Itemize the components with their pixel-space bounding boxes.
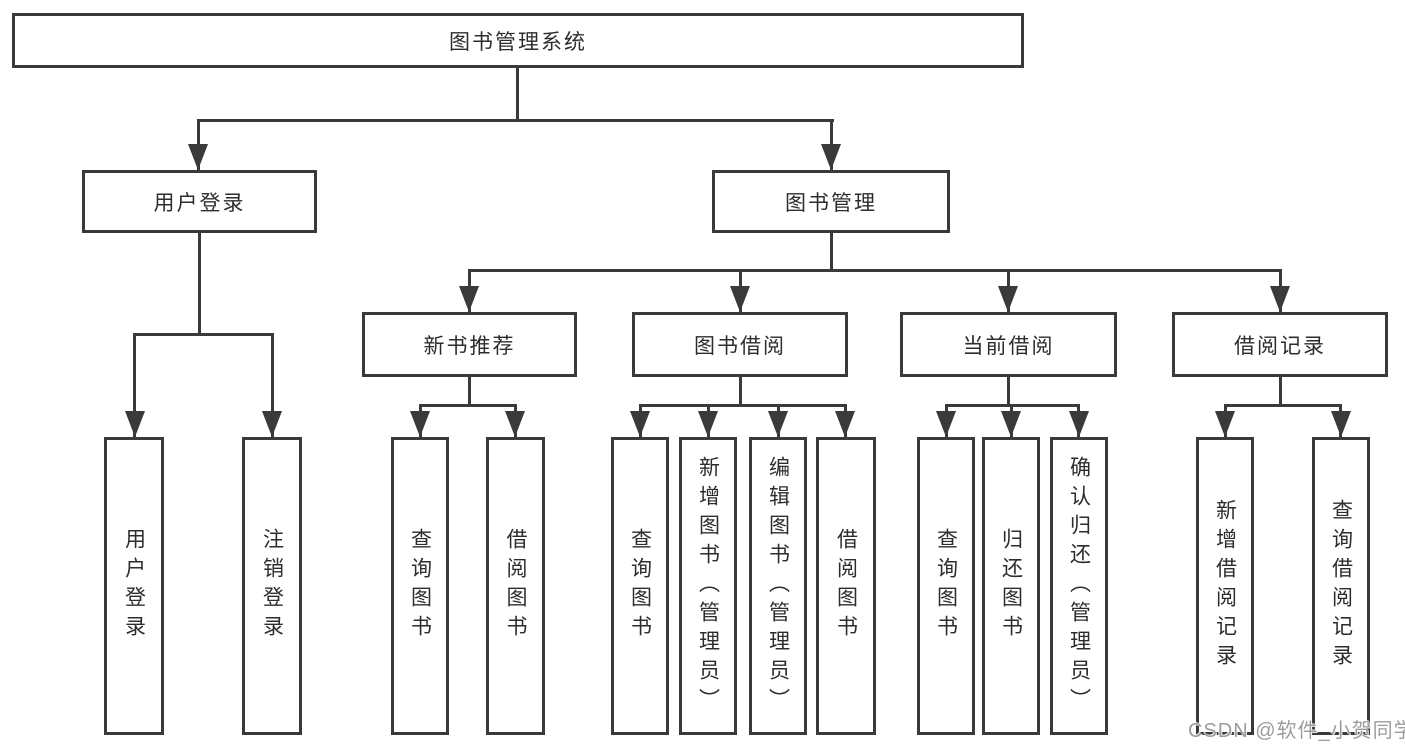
arrow-down-icon [188, 144, 208, 170]
arrow-down-icon [630, 411, 650, 437]
leaf-records-add-record-label: 新增借阅记录 [1213, 499, 1237, 673]
arrow-down-icon [698, 411, 718, 437]
leaf-borrow-query-books: 查询图书 [611, 437, 669, 735]
leaf-current-query-books-label: 查询图书 [934, 528, 958, 644]
leaf-newbooks-borrow-books: 借阅图书 [486, 437, 545, 735]
arrow-down-icon [1270, 286, 1290, 312]
leaf-current-return-books-label: 归还图书 [999, 528, 1023, 644]
connector-line [1224, 404, 1342, 407]
connector-line [1007, 377, 1010, 406]
arrow-down-icon [998, 286, 1018, 312]
leaf-borrow-edit-books-admin-label: 编辑图书（管理员） [766, 455, 790, 717]
node-borrow-records: 借阅记录 [1172, 312, 1388, 377]
connector-line [739, 377, 742, 406]
connector-line [133, 333, 274, 336]
node-book-borrow-label: 图书借阅 [694, 334, 786, 358]
leaf-borrow-borrow-books-label: 借阅图书 [834, 528, 858, 644]
connector-line [271, 333, 274, 437]
node-current-borrow-label: 当前借阅 [962, 334, 1055, 358]
arrow-down-icon [125, 411, 145, 437]
connector-line [516, 68, 519, 121]
leaf-newbooks-query-books-label: 查询图书 [408, 528, 432, 644]
arrow-down-icon [262, 411, 282, 437]
node-user-login: 用户登录 [82, 170, 317, 233]
connector-line [419, 404, 516, 407]
arrow-down-icon [821, 144, 841, 170]
connector-line [468, 269, 1282, 272]
connector-line [830, 233, 833, 271]
node-book-borrow: 图书借阅 [632, 312, 848, 377]
connector-line [468, 377, 471, 406]
arrow-down-icon [730, 286, 750, 312]
leaf-user-login: 用户登录 [104, 437, 164, 735]
leaf-borrow-add-books-admin: 新增图书（管理员） [679, 437, 737, 735]
connector-line [1279, 377, 1282, 406]
connector-line [639, 404, 847, 407]
node-new-book-recommend-label: 新书推荐 [423, 334, 516, 358]
connector-line [133, 333, 136, 437]
arrow-down-icon [1069, 411, 1089, 437]
connector-line [198, 233, 201, 335]
arrow-down-icon [410, 411, 430, 437]
leaf-records-query-record-label: 查询借阅记录 [1329, 499, 1353, 673]
arrow-down-icon [1331, 411, 1351, 437]
leaf-current-confirm-return-admin-label: 确认归还（管理员） [1067, 455, 1091, 717]
leaf-user-login-label: 用户登录 [122, 528, 146, 644]
node-borrow-records-label: 借阅记录 [1234, 334, 1326, 358]
leaf-newbooks-borrow-books-label: 借阅图书 [504, 528, 527, 644]
node-book-management-label: 图书管理 [785, 191, 877, 215]
leaf-borrow-add-books-admin-label: 新增图书（管理员） [696, 455, 720, 717]
csdn-watermark: CSDN @软件_小贺同学 [1188, 720, 1405, 742]
node-current-borrow: 当前借阅 [900, 312, 1117, 377]
arrow-down-icon [1215, 411, 1235, 437]
leaf-logout: 注销登录 [242, 437, 302, 735]
leaf-current-confirm-return-admin: 确认归还（管理员） [1050, 437, 1108, 735]
arrow-down-icon [1001, 411, 1021, 437]
arrow-down-icon [936, 411, 956, 437]
node-root: 图书管理系统 [12, 13, 1024, 68]
leaf-records-add-record: 新增借阅记录 [1196, 437, 1254, 735]
leaf-newbooks-query-books: 查询图书 [391, 437, 449, 735]
arrow-down-icon [835, 411, 855, 437]
arrow-down-icon [768, 411, 788, 437]
node-root-label: 图书管理系统 [449, 30, 587, 54]
leaf-logout-label: 注销登录 [260, 528, 284, 644]
leaf-current-return-books: 归还图书 [982, 437, 1040, 735]
node-book-management: 图书管理 [712, 170, 950, 233]
leaf-borrow-edit-books-admin: 编辑图书（管理员） [749, 437, 807, 735]
node-user-login-label: 用户登录 [153, 191, 246, 215]
leaf-borrow-borrow-books: 借阅图书 [816, 437, 876, 735]
connector-line [197, 119, 834, 122]
arrow-down-icon [505, 411, 525, 437]
node-new-book-recommend: 新书推荐 [362, 312, 577, 377]
leaf-current-query-books: 查询图书 [917, 437, 975, 735]
leaf-records-query-record: 查询借阅记录 [1312, 437, 1370, 735]
arrow-down-icon [459, 286, 479, 312]
leaf-borrow-query-books-label: 查询图书 [628, 528, 652, 644]
